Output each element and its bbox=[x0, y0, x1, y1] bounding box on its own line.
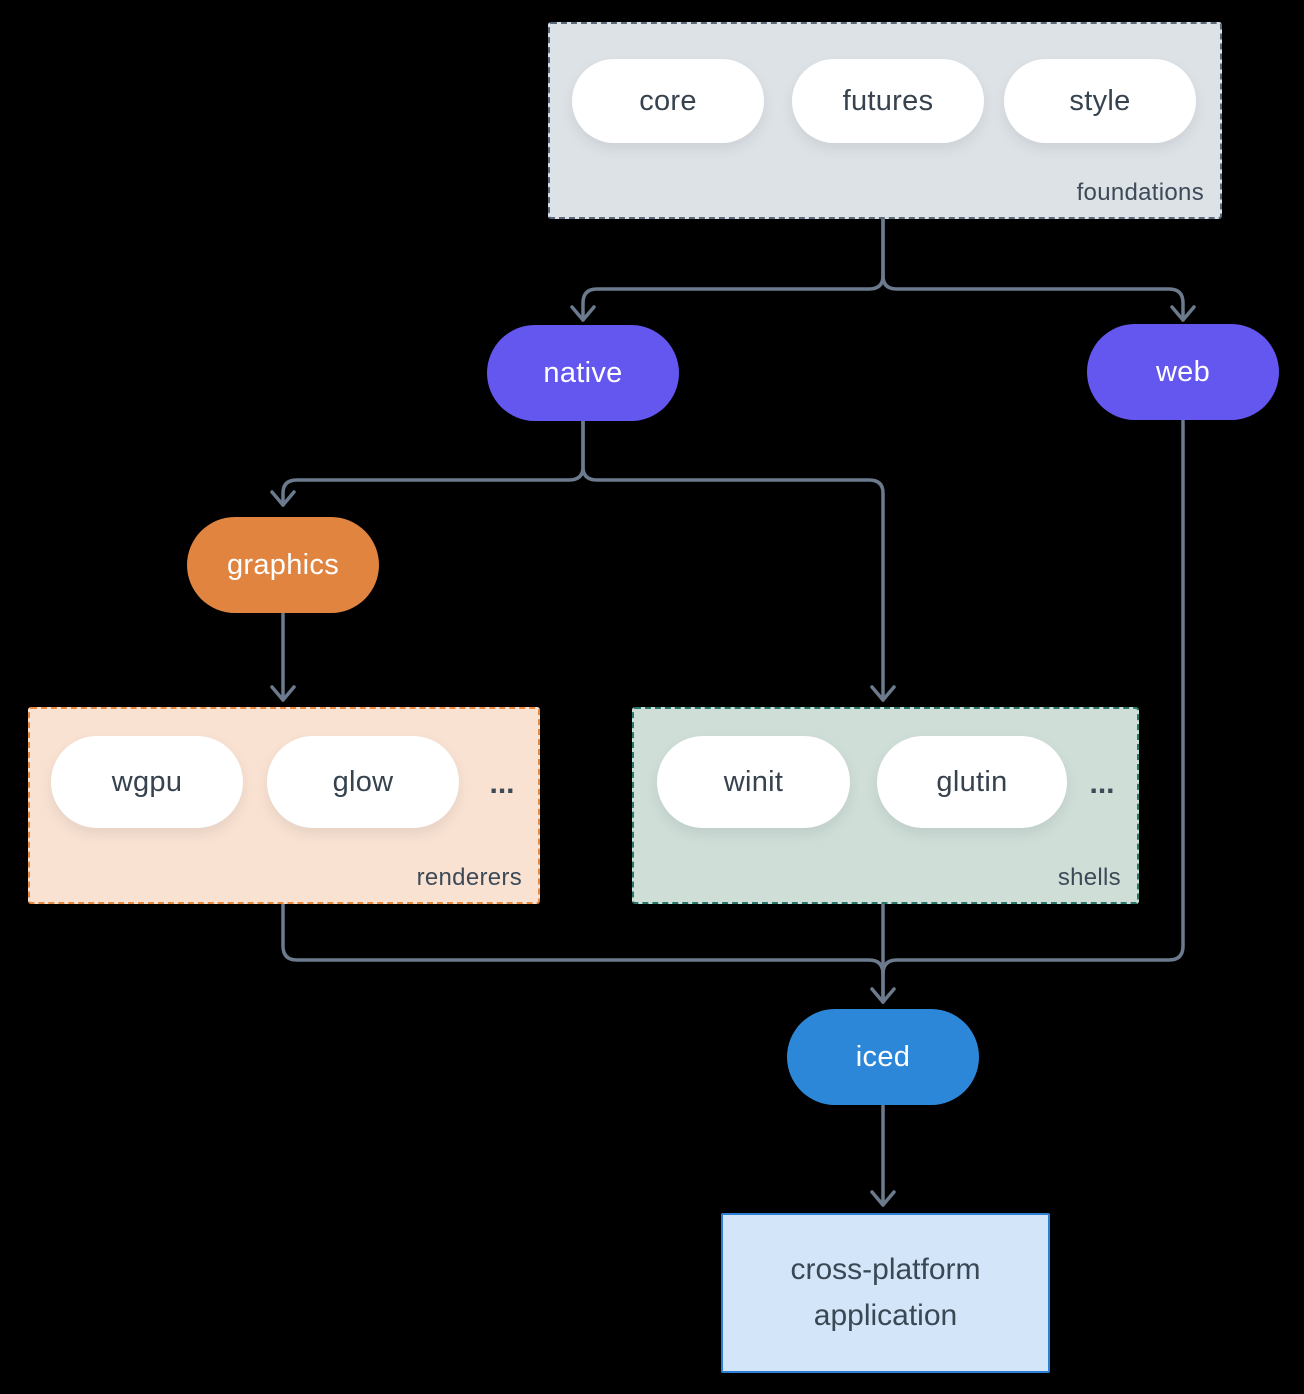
node-cross-platform-application: cross-platform application bbox=[721, 1213, 1050, 1373]
node-core: core bbox=[572, 59, 764, 143]
group-shells: winit glutin ... shells bbox=[632, 707, 1139, 904]
arrowhead-graphics bbox=[270, 490, 296, 507]
group-foundations-label: foundations bbox=[1076, 179, 1204, 206]
node-graphics: graphics bbox=[187, 517, 379, 613]
node-wgpu: wgpu bbox=[51, 736, 243, 828]
edge-native-to-graphics bbox=[281, 419, 585, 507]
edge-renderers-to-iced bbox=[281, 899, 885, 1004]
group-foundations: core futures style foundations bbox=[548, 22, 1222, 219]
application-label: cross-platform application bbox=[790, 1252, 981, 1333]
group-renderers: wgpu glow ... renderers bbox=[28, 707, 540, 904]
node-style: style bbox=[1004, 59, 1196, 143]
group-shells-label: shells bbox=[1057, 864, 1121, 891]
arrowhead-application bbox=[870, 1190, 896, 1207]
node-winit: winit bbox=[657, 736, 850, 828]
arrowhead-native bbox=[570, 305, 596, 322]
arrowhead-iced bbox=[870, 987, 896, 1004]
node-glutin: glutin bbox=[877, 736, 1067, 828]
node-iced: iced bbox=[787, 1009, 979, 1105]
edge-foundations-to-native bbox=[581, 213, 885, 322]
node-futures: futures bbox=[792, 59, 984, 143]
group-renderers-label: renderers bbox=[416, 864, 522, 891]
node-web: web bbox=[1087, 324, 1279, 420]
node-native: native bbox=[487, 325, 679, 421]
arrowhead-web bbox=[1170, 305, 1196, 322]
edge-foundations-to-web bbox=[881, 213, 1185, 322]
arrowhead-shells bbox=[870, 685, 896, 702]
node-glow: glow bbox=[267, 736, 459, 828]
arrowhead-renderers bbox=[270, 685, 296, 702]
renderers-ellipsis: ... bbox=[489, 767, 515, 800]
edge-native-to-shells bbox=[581, 419, 885, 702]
shells-ellipsis: ... bbox=[1089, 767, 1115, 800]
